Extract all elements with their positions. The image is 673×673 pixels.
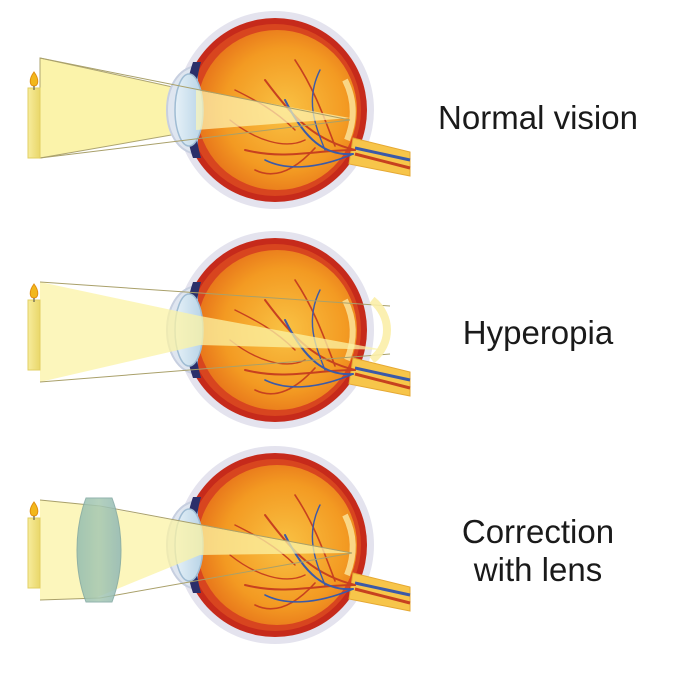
label-correction-line1: Correction bbox=[461, 513, 615, 550]
corrective-lens-icon bbox=[76, 497, 122, 603]
label-normal-vision: Normal vision bbox=[438, 99, 638, 136]
candle-icon bbox=[27, 283, 41, 371]
panel-normal-vision bbox=[27, 11, 410, 209]
label-hyperopia: Hyperopia bbox=[462, 314, 614, 351]
candle-icon bbox=[27, 71, 41, 159]
label-correction: Correction with lens bbox=[418, 513, 658, 589]
label-correction-line2: with lens bbox=[473, 551, 603, 588]
candle-icon bbox=[27, 501, 41, 589]
light-beam bbox=[40, 282, 385, 382]
panel-hyperopia bbox=[27, 231, 410, 429]
focus-behind-retina bbox=[369, 296, 391, 364]
panel-correction bbox=[27, 446, 410, 644]
